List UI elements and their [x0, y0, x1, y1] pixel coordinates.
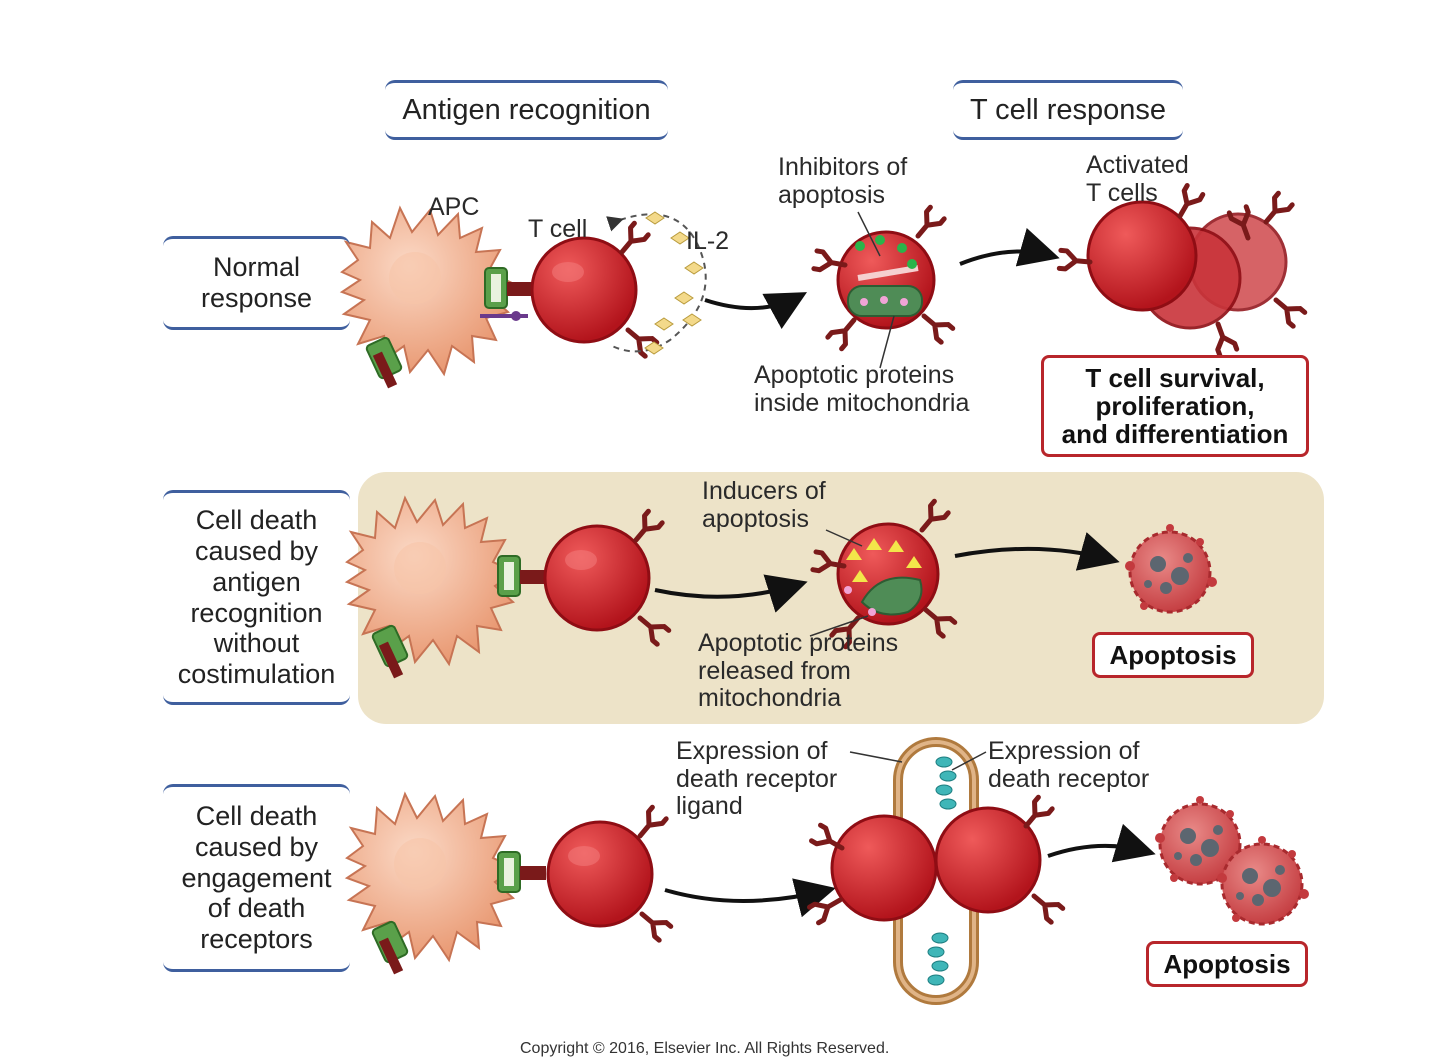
row3-mhc-lower: [371, 920, 409, 975]
label-t-cell: T cell: [528, 215, 588, 243]
row1-costim-dot: [511, 311, 521, 321]
pointer-receptor: [951, 751, 987, 771]
death-receptor-helix: [927, 756, 957, 986]
activated-t-cells: [1059, 186, 1304, 356]
label-inducers-of-apoptosis: Inducers of apoptosis: [702, 477, 826, 533]
outcome-survival: T cell survival, proliferation, and diff…: [1041, 355, 1309, 457]
row2-apoptotic-cell: [813, 501, 955, 647]
row-label-normal-response: Normal response: [163, 236, 350, 330]
outcome-apoptosis-row3: Apoptosis: [1146, 941, 1308, 987]
row2-mhc-lower: [371, 624, 409, 679]
label-apoptotic-proteins-inside: Apoptotic proteins inside mitochondria: [754, 361, 970, 417]
label-il2: IL-2: [686, 227, 730, 255]
row1-mhc: [484, 267, 534, 309]
outcome-apoptosis-row2: Apoptosis: [1092, 632, 1254, 678]
label-inhibitors-of-apoptosis: Inhibitors of apoptosis: [778, 153, 908, 209]
pointer-inhibitors: [857, 211, 881, 257]
row3-arrow-1: [664, 878, 836, 918]
row-label-death-receptors: Cell death caused by engagement of death…: [163, 784, 350, 972]
row1-arrow-2: [959, 227, 1060, 267]
row3-mhc: [497, 851, 547, 893]
row-label-no-costimulation: Cell death caused by antigen recognition…: [163, 490, 350, 705]
row3-t-cell: [546, 820, 654, 928]
row3-apoptotic-bodies: [1153, 794, 1311, 926]
pointer-apoptotic-released: [809, 615, 869, 637]
death-receptor-pair: [810, 737, 1063, 1005]
row2-arrow-1: [654, 574, 808, 613]
header-antigen-recognition: Antigen recognition: [385, 80, 668, 140]
row2-arrow-2: [954, 532, 1120, 571]
il2-molecules: [606, 211, 707, 355]
pointer-ligand: [849, 751, 903, 763]
row1-arrow-1: [704, 292, 808, 329]
pointer-inducers: [825, 529, 863, 547]
label-death-receptor-ligand: Expression of death receptor ligand: [676, 737, 838, 820]
label-apc: APC: [428, 193, 480, 221]
label-activated-t-cells: Activated T cells: [1086, 151, 1189, 207]
header-t-cell-response: T cell response: [953, 80, 1183, 140]
copyright-notice: Copyright © 2016, Elsevier Inc. All Righ…: [520, 1040, 890, 1057]
label-death-receptor: Expression of death receptor: [988, 737, 1150, 793]
row1-surviving-cell: [814, 207, 953, 349]
row3-apc: [346, 793, 516, 961]
pointer-apoptotic-inside: [879, 315, 895, 369]
row3-arrow-2: [1047, 823, 1156, 863]
row1-mhc-lower: [365, 336, 403, 389]
row2-t-cell: [543, 524, 651, 632]
label-apoptotic-proteins-released: Apoptotic proteins released from mitocho…: [698, 629, 899, 712]
